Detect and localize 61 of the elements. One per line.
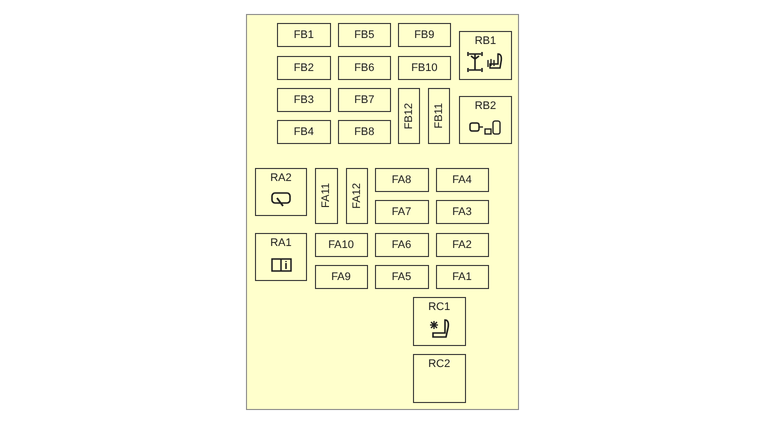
- fuse-slot: [428, 88, 450, 144]
- fuse-slot: [436, 233, 489, 257]
- fuse-label: FB3: [294, 94, 314, 106]
- fuse-label: FA9: [331, 270, 351, 283]
- fuse-slot: [375, 265, 429, 289]
- fuse-label: FA2: [452, 238, 472, 251]
- fuse-slot: [346, 168, 368, 224]
- fuse-label: RA1: [270, 237, 292, 249]
- fuse-label: FA8: [392, 174, 412, 186]
- fuse-slot: [277, 88, 331, 112]
- fuse-panel: [246, 14, 519, 410]
- relay-slot: [255, 168, 307, 216]
- fuse-slot: [315, 233, 368, 257]
- fuse-slot: [315, 265, 368, 289]
- fuse-label: FB8: [354, 126, 374, 138]
- fuse-slot: [436, 265, 489, 289]
- fuse-label: FB12: [402, 102, 415, 129]
- fuse-label: FB2: [294, 62, 314, 74]
- fuse-label: FA11: [320, 183, 332, 208]
- fuse-slot: [338, 23, 391, 47]
- relay-slot: [459, 31, 512, 80]
- fuse-label: FB9: [414, 28, 434, 41]
- fuse-label: FA4: [452, 174, 472, 186]
- fuse-label: RC2: [428, 358, 450, 370]
- fuse-slot: [375, 200, 429, 224]
- fuse-label: FA5: [392, 270, 412, 283]
- fuse-slot: [375, 168, 429, 192]
- relay-slot: [255, 233, 307, 281]
- fuse-label: RB2: [474, 100, 496, 112]
- fuse-slot: [436, 168, 489, 192]
- relay-slot: [459, 96, 512, 144]
- fuse-label: FA1: [452, 270, 472, 283]
- fuse-slot: [277, 23, 331, 47]
- fuse-slot: [277, 120, 331, 144]
- fuse-slot: [338, 120, 391, 144]
- fuse-slot: [338, 56, 391, 80]
- fuse-label: FB6: [354, 62, 374, 74]
- fuse-slot: [315, 168, 338, 224]
- fuse-label: FB11: [432, 103, 445, 129]
- fuse-label: FB7: [354, 94, 374, 106]
- fuse-label: RA2: [270, 172, 292, 184]
- fuse-slot: [375, 233, 429, 257]
- relay-slot: [413, 354, 466, 403]
- fuse-label: FB10: [411, 62, 438, 74]
- fuse-label: FB5: [354, 28, 374, 41]
- relay-slot: [413, 297, 466, 346]
- fuse-slot: [436, 200, 489, 224]
- fuse-label: FB1: [294, 28, 314, 41]
- fuse-slot: [338, 88, 391, 112]
- fuse-label: FA6: [392, 238, 412, 251]
- fuse-label: FB4: [294, 126, 314, 138]
- fuse-label: RC1: [428, 301, 450, 313]
- fuse-slot: [398, 56, 451, 80]
- fuse-label: FA10: [328, 238, 354, 251]
- fuse-label: RB1: [474, 35, 496, 47]
- fuse-label: FA7: [392, 206, 412, 218]
- fuse-label: FA12: [350, 182, 363, 208]
- fuse-slot: [398, 23, 451, 47]
- fuse-slot: [277, 56, 331, 80]
- fuse-label: FA3: [452, 206, 472, 218]
- fuse-slot: [398, 88, 420, 144]
